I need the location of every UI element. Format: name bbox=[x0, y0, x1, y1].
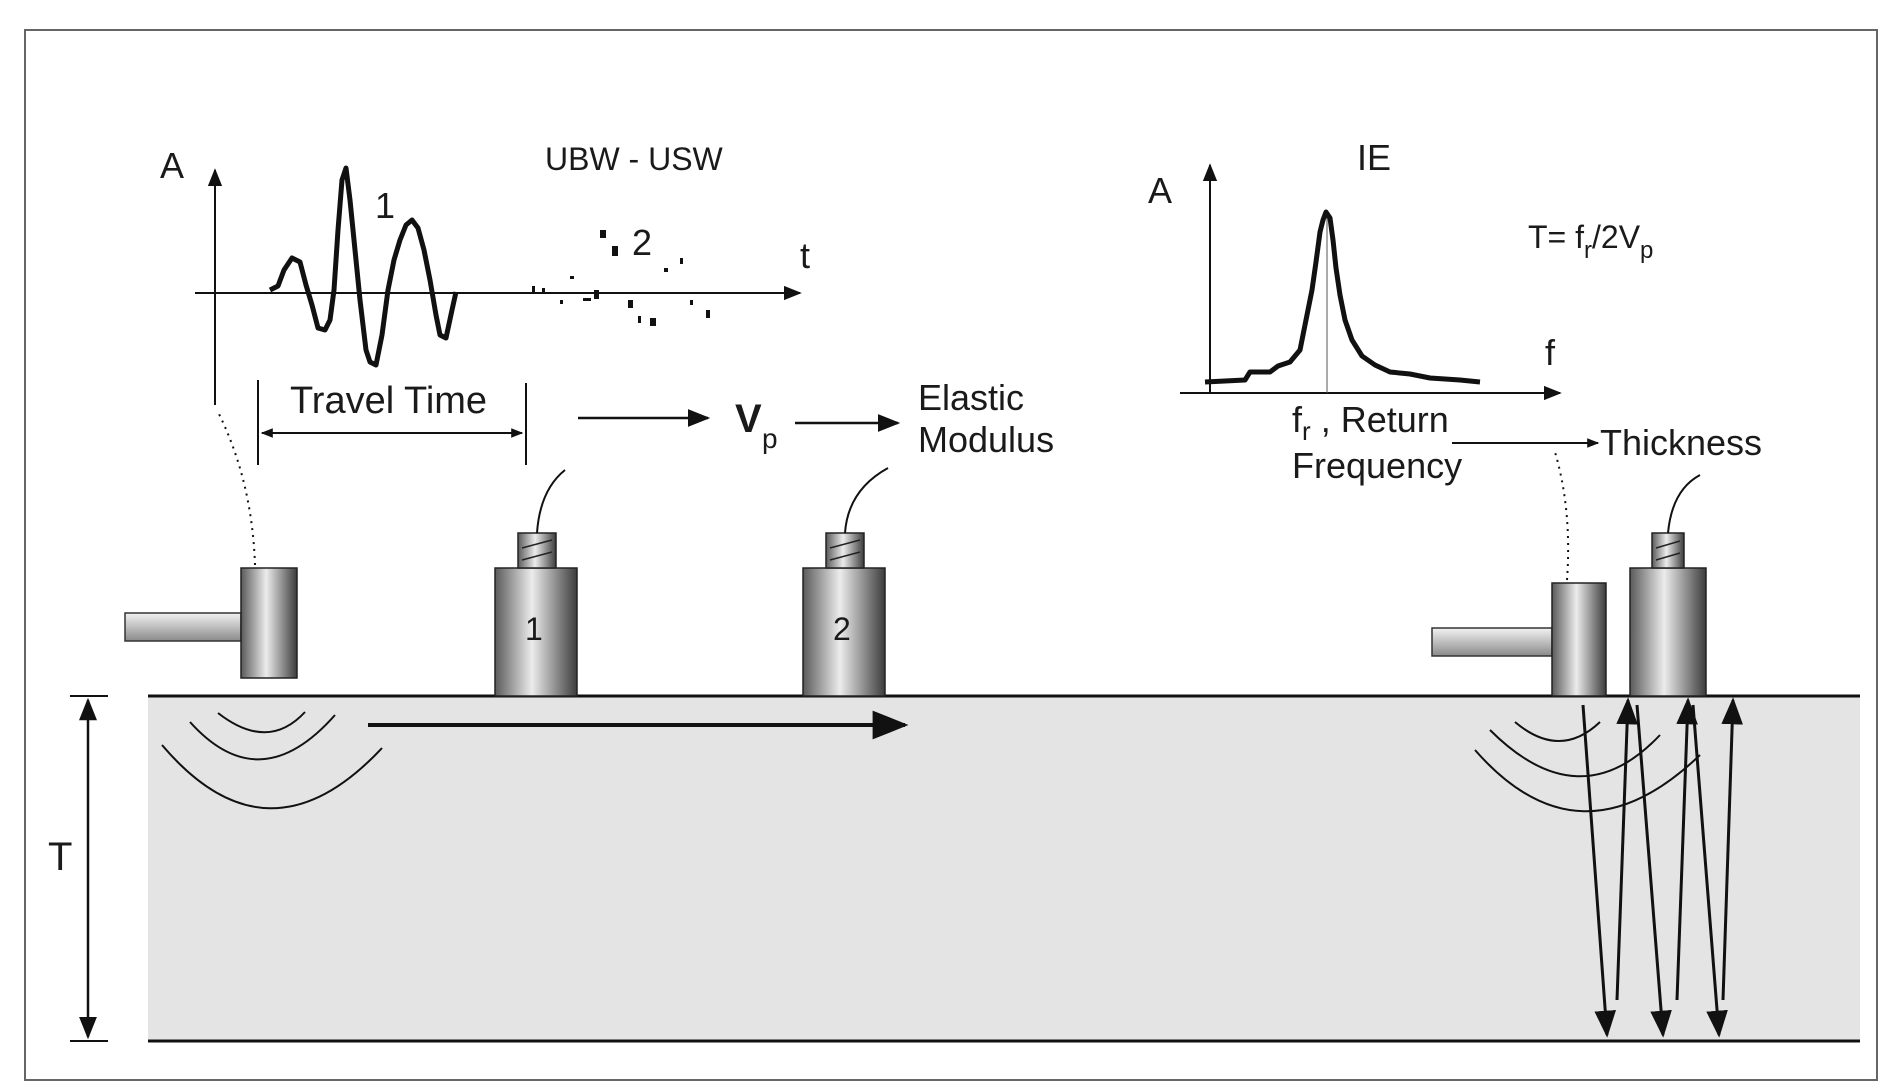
vp-subscript: p bbox=[762, 423, 778, 454]
left-plot-title: UBW - USW bbox=[545, 141, 724, 177]
thickness-label: Thickness bbox=[1600, 422, 1762, 463]
elastic-modulus-line1: Elastic bbox=[918, 377, 1024, 418]
thickness-dimension bbox=[70, 695, 108, 1042]
left-plot-x-label: t bbox=[800, 235, 810, 276]
left-wavefronts bbox=[161, 711, 383, 810]
waveform-2-label: 2 bbox=[632, 222, 652, 263]
waveform-1 bbox=[268, 165, 459, 368]
thickness-formula: T= fr/2Vp bbox=[1528, 219, 1653, 264]
right-plot-title: IE bbox=[1357, 137, 1391, 178]
travel-time-bracket bbox=[257, 380, 527, 465]
waveform-2-noise bbox=[532, 230, 710, 326]
left-waveform-plot bbox=[195, 165, 802, 405]
vp-label: V bbox=[735, 397, 762, 441]
transducer-1-label: 1 bbox=[525, 611, 543, 647]
frequency-spectrum bbox=[1204, 209, 1481, 385]
transducer-2 bbox=[802, 467, 889, 697]
concrete-slab bbox=[148, 696, 1860, 1041]
return-frequency-label: fr , Return bbox=[1292, 399, 1449, 446]
left-plot-y-label: A bbox=[160, 145, 184, 186]
right-impactor bbox=[1431, 451, 1607, 697]
transducer-2-label: 2 bbox=[833, 611, 851, 647]
waveform-1-label: 1 bbox=[375, 185, 395, 226]
right-spectrum-plot bbox=[1180, 163, 1562, 401]
right-plot-y-label: A bbox=[1148, 170, 1172, 211]
right-plot-x-label: f bbox=[1545, 332, 1556, 373]
transducer-1 bbox=[494, 469, 578, 697]
travel-time-label: Travel Time bbox=[290, 380, 487, 422]
right-transducer bbox=[1629, 474, 1707, 697]
elastic-modulus-line2: Modulus bbox=[918, 419, 1054, 460]
left-impactor bbox=[124, 411, 298, 679]
reflection-rays bbox=[1581, 697, 1743, 1038]
frequency-label: Frequency bbox=[1292, 445, 1462, 486]
thickness-axis-label: T bbox=[48, 835, 72, 879]
